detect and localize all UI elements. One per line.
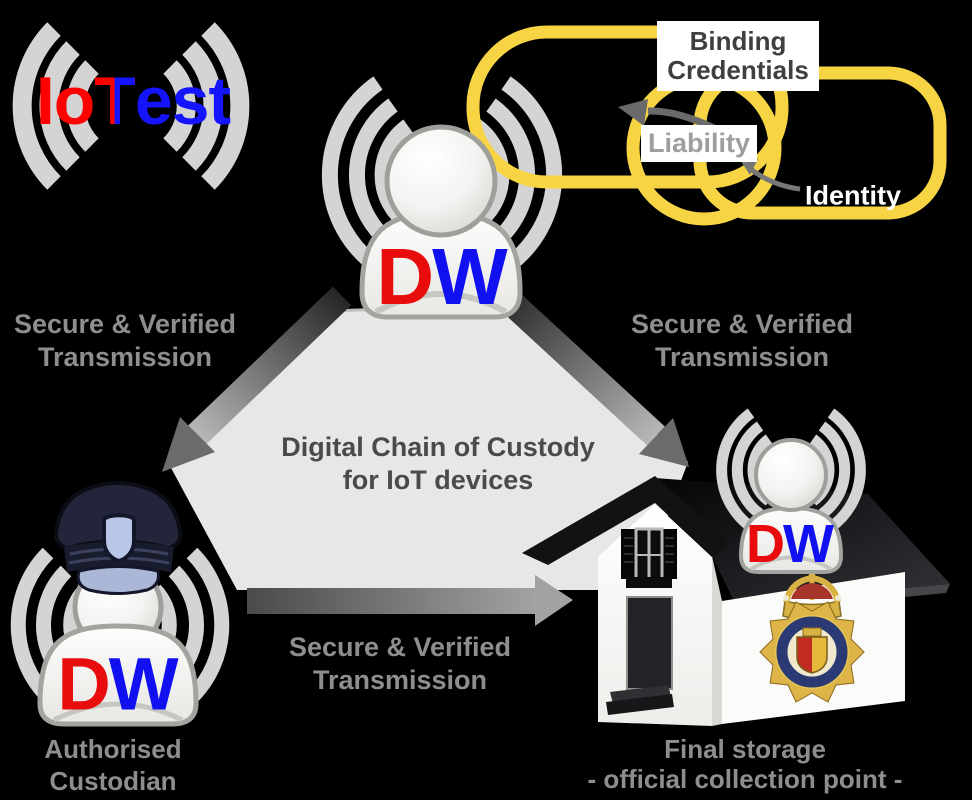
person-body-shadow <box>750 555 832 571</box>
dw-w: W <box>783 514 834 574</box>
signal-arc <box>163 60 196 152</box>
house-roof-front <box>522 476 731 565</box>
signal-arc <box>731 421 764 519</box>
logo-est: est <box>134 63 231 139</box>
signal-arc <box>186 547 230 703</box>
transmission-label-left: Secure & Verified Transmission <box>14 308 236 374</box>
transmission-line1: Secure & Verified <box>630 309 854 339</box>
signal-arc <box>827 408 866 532</box>
dw-w: W <box>432 232 508 321</box>
transmission-line2: Transmission <box>312 665 488 695</box>
liability-arrow-shaft <box>647 107 716 132</box>
signal-arc <box>201 22 250 190</box>
liability-text: Liability <box>647 128 750 158</box>
liability-label: Liability <box>641 125 757 162</box>
transmission-line2: Transmission <box>37 342 213 372</box>
transmission-label-right: Secure & Verified Transmission <box>631 308 853 374</box>
signal-arc <box>471 119 510 231</box>
person-body <box>37 623 199 727</box>
person-body <box>359 210 523 320</box>
custodian-person <box>10 481 230 727</box>
triangle-body <box>170 305 688 590</box>
logo-signal-arcs <box>12 22 250 190</box>
shutter-slats <box>624 537 674 563</box>
storage-person <box>716 408 866 574</box>
dw-d: D <box>376 232 434 321</box>
badge-mini-crown <box>802 627 822 637</box>
custodian-caption-line2: Custodian <box>49 766 177 796</box>
custodian-caption-line1: Authorised <box>44 734 182 764</box>
house-corner-edge <box>712 556 722 726</box>
device-person <box>359 124 523 320</box>
signal-arc <box>66 60 99 152</box>
police-badge <box>759 572 865 703</box>
chain-link-binding <box>466 25 789 189</box>
transmission-line1: Secure & Verified <box>288 632 512 662</box>
police-cap <box>53 481 183 595</box>
storage-signal-arcs <box>716 408 866 532</box>
device-signal-arcs <box>321 76 563 274</box>
dw-d: D <box>57 642 110 726</box>
storage-caption-line1: Final storage <box>664 734 826 764</box>
crown-pearl <box>783 595 789 601</box>
person-body-shadow <box>52 701 184 723</box>
liability-arrow-head <box>618 99 648 126</box>
center-caption-line2: for IoT devices <box>342 465 534 495</box>
binding-line2: Credentials <box>667 55 809 85</box>
custodian-caption: Authorised Custodian <box>44 733 181 797</box>
storage-dw-label: DW <box>746 513 834 575</box>
badge-shield-border <box>796 636 828 674</box>
arrow-right-head <box>639 418 689 467</box>
arrow-bottom-head <box>535 575 573 626</box>
arrow-left-shaft <box>187 286 351 446</box>
signal-arc <box>182 41 223 171</box>
arrow-right-shaft <box>493 284 665 446</box>
binding-line1: Binding <box>689 26 787 56</box>
transmission-line2: Transmission <box>654 342 830 372</box>
device-dw-label: DW <box>376 231 508 323</box>
signal-arc <box>716 408 755 532</box>
dw-w: W <box>108 642 179 726</box>
storage-caption-line2: - official collection point - <box>587 764 903 794</box>
crown-velvet <box>791 583 833 599</box>
arrow-left-head <box>162 417 215 472</box>
signal-arc <box>348 98 398 252</box>
cap-shield-emblem <box>102 513 136 564</box>
dw-d: D <box>746 514 785 574</box>
signal-arc <box>39 41 80 171</box>
storage-caption: Final storage - official collection poin… <box>588 734 903 794</box>
custodian-dw-label: DW <box>57 642 179 727</box>
center-caption: Digital Chain of Custody for IoT devices <box>281 431 595 497</box>
transmission-label-bottom: Secure & Verified Transmission <box>289 631 511 697</box>
signal-arc <box>501 76 563 274</box>
transmission-line1: Secure & Verified <box>13 309 237 339</box>
window-balcony <box>626 577 672 588</box>
person-head <box>754 438 828 512</box>
cap-visor <box>76 565 160 595</box>
signal-arc <box>10 547 54 703</box>
center-caption-line1: Digital Chain of Custody <box>281 432 595 462</box>
signal-arc <box>12 22 61 190</box>
crown-pearl <box>835 595 841 601</box>
identity-label: Identity <box>804 180 902 211</box>
door <box>626 596 673 690</box>
binding-credentials-label: Binding Credentials <box>657 21 819 91</box>
badge-shield-right <box>812 637 827 673</box>
crown-orb <box>808 572 816 580</box>
person-body-shadow <box>374 291 508 315</box>
person-head <box>384 124 498 238</box>
signal-arc <box>818 421 851 519</box>
person-body <box>738 505 844 574</box>
door-step-lower <box>606 694 674 715</box>
logo-io: Io <box>35 63 95 139</box>
signal-arc <box>321 76 383 274</box>
custody-triangle <box>162 284 689 626</box>
